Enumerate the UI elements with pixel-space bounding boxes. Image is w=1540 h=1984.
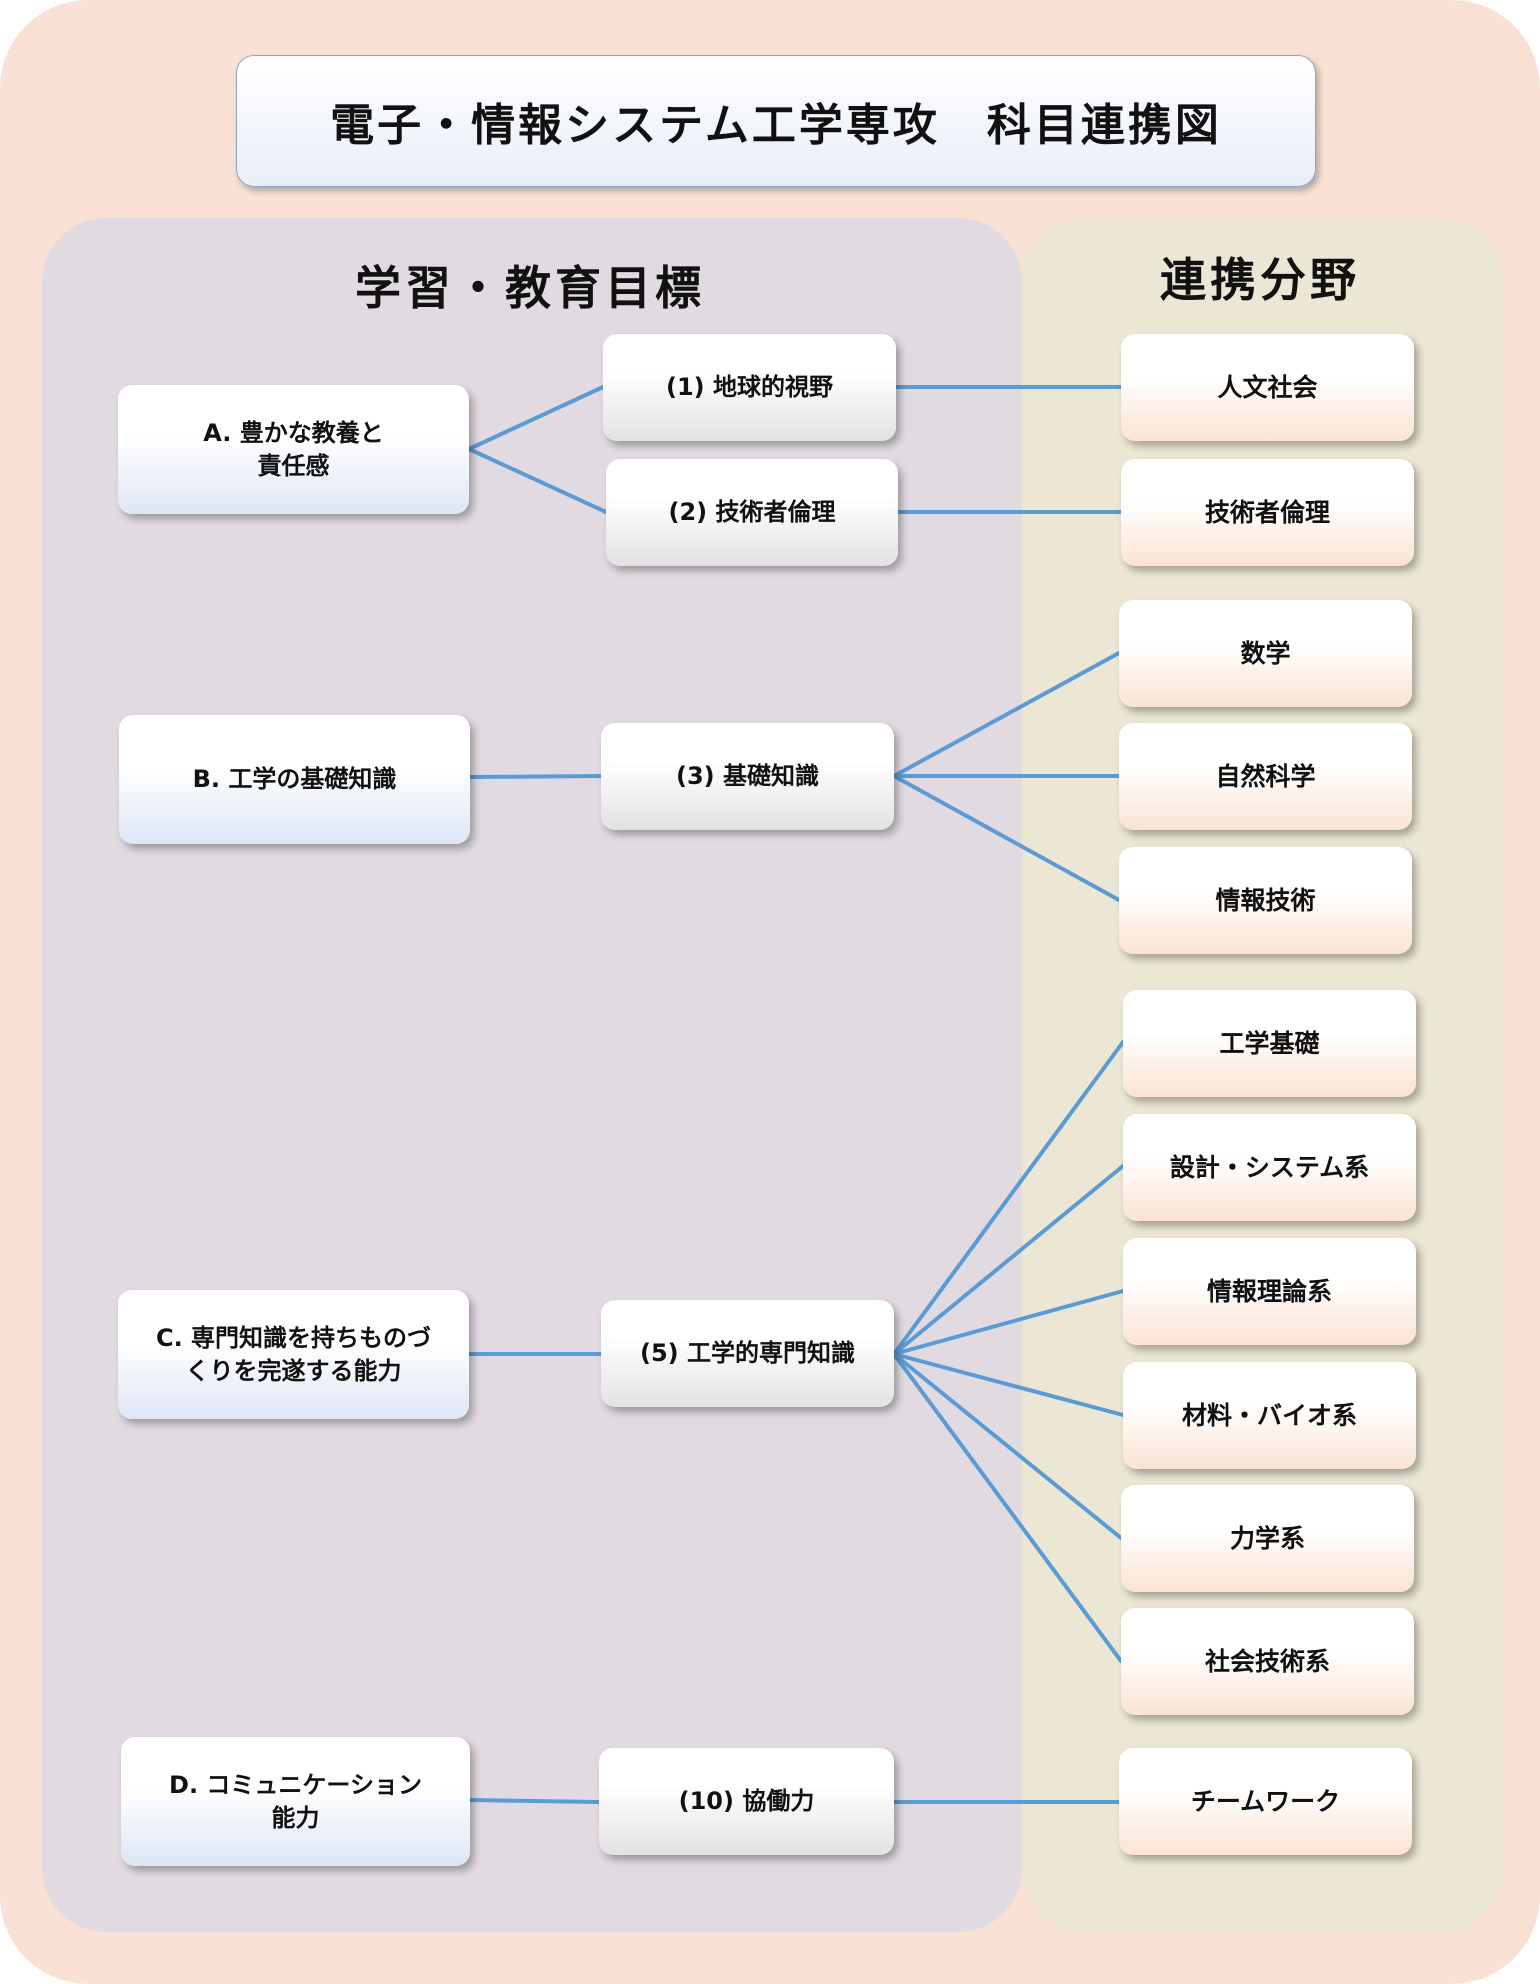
connector-d-10 <box>468 1798 601 1804</box>
objective-10-label: (10) 協働力 <box>678 1787 815 1816</box>
field-design-box: 設計・システム系 <box>1123 1114 1416 1221</box>
diagram-title: 電子・情報システム工学専攻 科目連携図 <box>330 100 1222 151</box>
connector-5-info-theory <box>892 1289 1125 1356</box>
goal-c-line1: C. 専門知識を持ちものづ <box>155 1324 432 1353</box>
field-social-tech-label: 社会技術系 <box>1204 1646 1330 1676</box>
goal-a-box: A. 豊かな教養と責任感 <box>118 385 469 514</box>
connector-b-3 <box>468 774 603 779</box>
diagram-title-box: 電子・情報システム工学専攻 科目連携図 <box>236 55 1316 187</box>
field-materials-box: 材料・バイオ系 <box>1123 1362 1416 1469</box>
goal-d-line1: D. コミュニケーション <box>169 1771 422 1800</box>
field-math-box: 数学 <box>1119 600 1412 707</box>
goal-c-line2: くりを完遂する能力 <box>185 1356 402 1385</box>
field-science-label: 自然科学 <box>1215 761 1316 791</box>
field-design-label: 設計・システム系 <box>1169 1152 1370 1182</box>
field-ethics-box: 技術者倫理 <box>1121 459 1414 566</box>
field-humanities-box: 人文社会 <box>1121 334 1414 441</box>
field-eng-basics-box: 工学基礎 <box>1123 990 1416 1097</box>
field-eng-basics-label: 工学基礎 <box>1219 1028 1320 1058</box>
field-mechanics-label: 力学系 <box>1229 1523 1305 1553</box>
field-social-tech-box: 社会技術系 <box>1121 1608 1414 1715</box>
field-mechanics-box: 力学系 <box>1121 1485 1414 1592</box>
connector-3-it <box>892 774 1121 902</box>
field-math-label: 数学 <box>1240 638 1291 668</box>
goal-a-line1: A. 豊かな教養と <box>203 419 384 448</box>
objective-5-label: (5) 工学的専門知識 <box>640 1339 855 1368</box>
field-humanities-label: 人文社会 <box>1217 372 1318 402</box>
objective-5-box: (5) 工学的専門知識 <box>601 1300 894 1407</box>
objective-10-box: (10) 協働力 <box>599 1748 894 1855</box>
connector-a-1 <box>467 385 605 451</box>
goal-b-label: B. 工学の基礎知識 <box>192 765 397 794</box>
connector-5-eng-basics <box>892 1040 1125 1356</box>
field-info-theory-label: 情報理論系 <box>1206 1276 1332 1306</box>
goal-c-box: C. 専門知識を持ちものづくりを完遂する能力 <box>118 1290 469 1419</box>
field-teamwork-box: チームワーク <box>1119 1748 1412 1855</box>
connector-5-mechanics <box>892 1352 1123 1540</box>
field-it-box: 情報技術 <box>1119 847 1412 954</box>
field-materials-label: 材料・バイオ系 <box>1181 1400 1357 1430</box>
fields-heading: 連携分野 <box>1160 253 1360 307</box>
objective-1-label: (1) 地球的視野 <box>666 373 833 402</box>
field-it-label: 情報技術 <box>1215 885 1316 915</box>
objective-2-label: (2) 技術者倫理 <box>668 498 836 527</box>
goal-d-box: D. コミュニケーション能力 <box>121 1737 470 1866</box>
objective-1-box: (1) 地球的視野 <box>603 334 896 441</box>
goal-d-line2: 能力 <box>271 1803 320 1832</box>
field-teamwork-label: チームワーク <box>1190 1786 1341 1816</box>
connector-5-materials <box>892 1352 1125 1417</box>
connector-3-math <box>892 651 1121 778</box>
objective-2-box: (2) 技術者倫理 <box>606 459 898 566</box>
goals-heading: 学習・教育目標 <box>355 261 705 315</box>
goal-a-line2: 責任感 <box>257 451 330 480</box>
connector-5-design <box>892 1164 1125 1356</box>
goal-b-box: B. 工学の基礎知識 <box>119 715 470 844</box>
field-science-box: 自然科学 <box>1119 723 1412 830</box>
connector-5-social-tech <box>892 1352 1123 1663</box>
objective-3-label: (3) 基礎知識 <box>676 762 819 791</box>
connector-a-2 <box>467 447 608 514</box>
field-info-theory-box: 情報理論系 <box>1123 1238 1416 1345</box>
objective-3-box: (3) 基礎知識 <box>601 723 894 830</box>
field-ethics-label: 技術者倫理 <box>1204 497 1330 527</box>
